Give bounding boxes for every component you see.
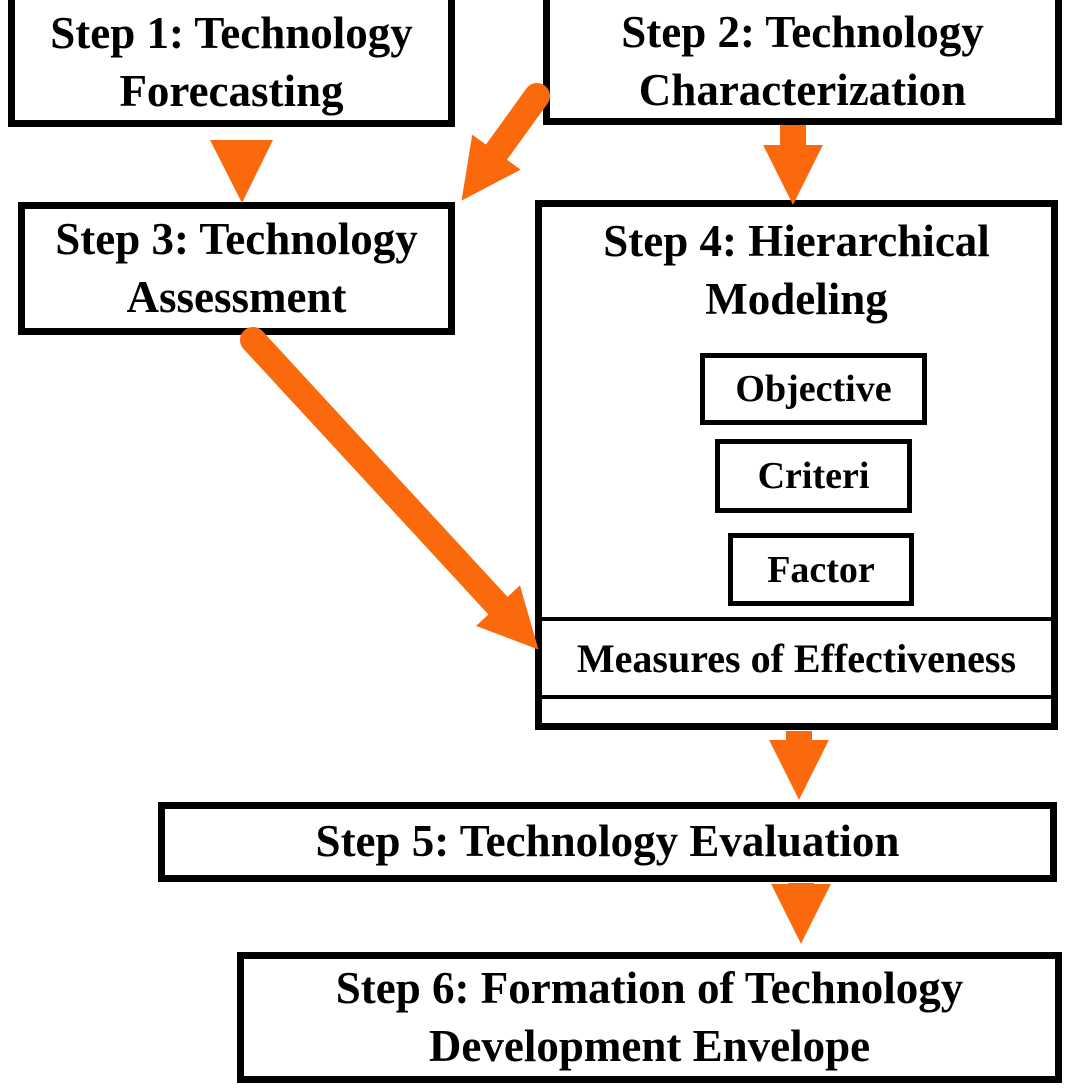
step4-label-line2: Modeling [705,273,888,324]
objective-box: Objective [700,353,927,425]
measures-band-top-divider [542,617,1051,621]
step5-box: Step 5: Technology Evaluation [158,802,1057,882]
step6-label-line1: Step 6: Formation of Technology [335,962,964,1013]
arrow-step3-to-measures [240,327,539,650]
measures-band-bottom-divider [542,695,1051,699]
step4-title: Step 4: Hierarchical Modeling [542,213,1051,328]
step3-label-line2: Assessment [126,271,347,322]
step2-label-line1: Step 2: Technology [621,6,984,57]
step6-box: Step 6: Formation of Technology Developm… [237,952,1062,1083]
objective-label: Objective [735,368,892,410]
step1-box: Step 1: Technology Forecasting [8,0,455,127]
factor-box: Factor [728,533,914,606]
step3-box: Step 3: Technology Assessment [18,202,455,335]
measures-label: Measures of Effectiveness [576,635,1017,681]
factor-label: Factor [767,548,875,591]
step2-box: Step 2: Technology Characterization [543,0,1062,125]
step2-label-line2: Characterization [638,64,967,115]
criteri-label: Criteri [757,455,870,497]
step6-label-line2: Development Envelope [428,1020,871,1071]
step3-label-line1: Step 3: Technology [55,213,418,264]
step1-label-line2: Forecasting [119,65,344,116]
step4-box: Step 4: Hierarchical Modeling Objective … [535,200,1058,730]
measures-of-effectiveness-band: Measures of Effectiveness [542,621,1051,695]
criteri-box: Criteri [715,439,912,513]
step4-label-line1: Step 4: Hierarchical [603,216,990,266]
arrow-step1-to-step3 [210,140,273,203]
step5-label: Step 5: Technology Evaluation [315,816,900,867]
step1-label-line1: Step 1: Technology [50,7,413,58]
arrow-step2-to-step3 [461,83,550,201]
